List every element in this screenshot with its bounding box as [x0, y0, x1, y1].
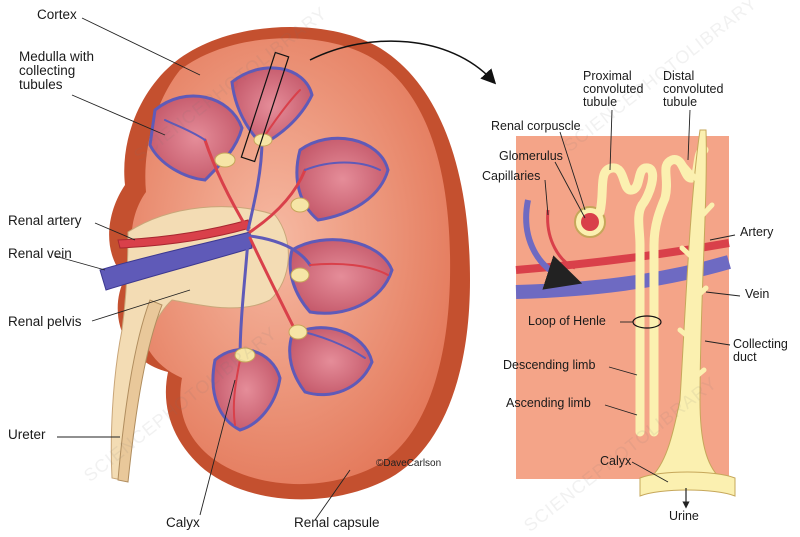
collecting-duct-branches [677, 162, 715, 383]
vessel-branches [164, 89, 389, 426]
label-renal-corpuscle: Renal corpuscle [491, 119, 581, 133]
label-artery: Artery [740, 225, 774, 239]
label-urine: Urine [669, 509, 699, 523]
nephron-calyx-shape [639, 471, 736, 497]
label-glomerulus: Glomerulus [499, 149, 563, 163]
label-loop-of-henle: Loop of Henle [528, 314, 606, 328]
capillary-loop [523, 199, 583, 290]
zoom-region-box [240, 51, 290, 163]
label-vein: Vein [745, 287, 770, 301]
label-distal-tubule: Distal convoluted tubule [663, 69, 724, 110]
renal-vein-shape [99, 231, 253, 291]
label-cortex: Cortex [37, 7, 77, 22]
label-capillaries: Capillaries [482, 169, 541, 183]
kidney-section [99, 27, 471, 500]
label-renal-artery: Renal artery [8, 213, 82, 228]
label-proximal-tubule: Proximal convoluted tubule [583, 69, 644, 110]
label-calyx-right: Calyx [600, 454, 632, 468]
label-renal-capsule: Renal capsule [294, 515, 380, 530]
glomerulus-shape [581, 213, 599, 231]
zoom-arrow [309, 40, 497, 85]
label-renal-pelvis: Renal pelvis [8, 314, 82, 329]
label-renal-vein: Renal vein [8, 246, 72, 261]
capillary-red [546, 209, 576, 270]
label-descending-limb: Descending limb [503, 358, 596, 372]
credit-text: ©DaveCarlson [376, 458, 442, 469]
label-ascending-limb: Ascending limb [506, 396, 591, 410]
label-collecting-duct: Collecting duct [733, 337, 788, 365]
label-calyx-left: Calyx [166, 515, 200, 530]
label-ureter: Ureter [8, 427, 46, 442]
medullary-pyramids [148, 66, 394, 432]
leader-lines [54, 17, 741, 521]
ureter-shape [117, 299, 163, 483]
minor-calyces [214, 133, 310, 363]
label-medulla: Medulla with collecting tubules [19, 49, 95, 93]
